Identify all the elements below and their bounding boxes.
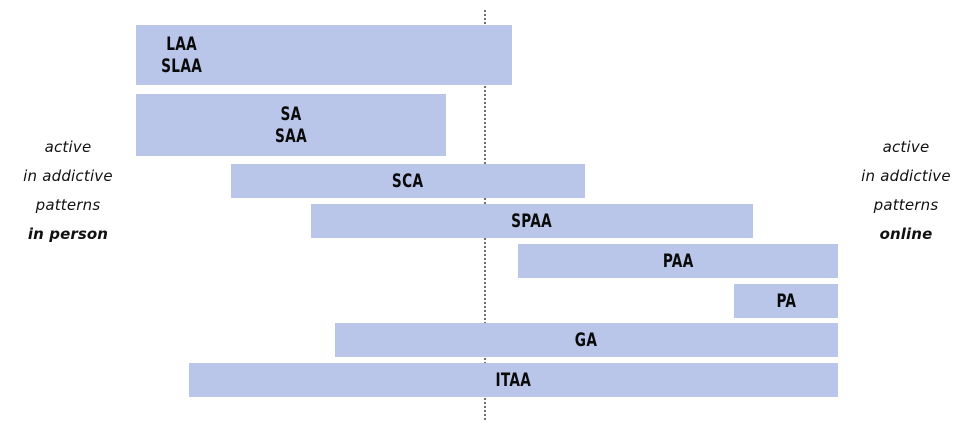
left-annotation-line-1: active bbox=[44, 138, 92, 156]
bar-label: SA SAA bbox=[274, 102, 307, 147]
left-annotation-line-3: patterns bbox=[35, 196, 101, 214]
left-annotation-line-2: in addictive bbox=[23, 167, 113, 185]
left-annotation: active in addictive patterns in person bbox=[2, 133, 134, 249]
bar-itaa: ITAA bbox=[189, 363, 838, 397]
bar-label: LAA SLAA bbox=[161, 32, 203, 77]
bar-label: PAA bbox=[662, 249, 694, 272]
bar-sa-saa: SA SAA bbox=[136, 94, 446, 156]
right-annotation-accent: online bbox=[879, 225, 933, 243]
bar-laa-slaa: LAA SLAA bbox=[136, 25, 512, 85]
bar-sca: SCA bbox=[231, 164, 585, 198]
right-annotation-line-1: active bbox=[882, 138, 930, 156]
bar-paa: PAA bbox=[518, 244, 838, 278]
bar-label: SCA bbox=[392, 169, 424, 192]
bar-pa: PA bbox=[734, 284, 838, 318]
bar-spaa: SPAA bbox=[311, 204, 753, 238]
right-annotation: active in addictive patterns online bbox=[840, 133, 972, 249]
right-annotation-line-2: in addictive bbox=[861, 167, 951, 185]
bar-label: SPAA bbox=[511, 209, 553, 232]
bar-label: ITAA bbox=[495, 368, 532, 391]
bar-ga: GA bbox=[335, 323, 838, 357]
bar-label: PA bbox=[776, 289, 796, 312]
left-annotation-accent: in person bbox=[27, 225, 109, 243]
bar-label: GA bbox=[575, 328, 598, 351]
right-annotation-line-3: patterns bbox=[873, 196, 939, 214]
